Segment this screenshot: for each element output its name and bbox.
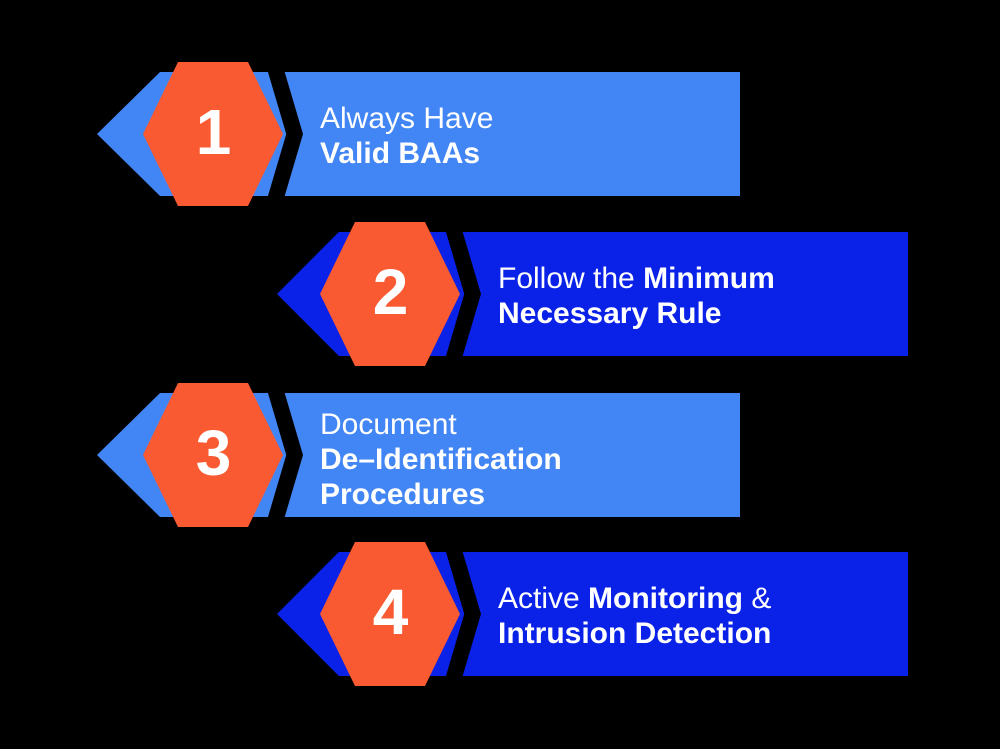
step-number-3: 3 [195, 417, 232, 489]
step-text-line: Always Have [320, 102, 493, 137]
step-text-line: Necessary Rule [498, 297, 775, 332]
step-text-segment: Document [320, 408, 457, 441]
step-text-segment: Valid BAAs [320, 136, 481, 170]
step-text-segment: De–Identification [320, 442, 562, 476]
step-text-line: Procedures [320, 478, 562, 513]
step-text-segment: Intrusion Detection [498, 616, 772, 650]
step-text-line: Document [320, 408, 562, 443]
step-number-1: 1 [195, 96, 232, 168]
step-text-segment: Active [498, 582, 589, 615]
step-text-line: De–Identification [320, 443, 562, 478]
step-text-line: Active Monitoring & [498, 582, 771, 617]
step-text-segment: Procedures [320, 477, 486, 511]
step-text-segment: Minimum [643, 262, 775, 295]
step-text-line: Intrusion Detection [498, 617, 771, 652]
step-text-segment: & [742, 582, 772, 615]
step-number-4: 4 [372, 576, 409, 648]
step-hexagon-2: 2 [320, 222, 460, 366]
step-text-segment: Necessary Rule [498, 296, 722, 330]
step-text-segment: Follow the [498, 262, 644, 295]
step-text-4: Active Monitoring &Intrusion Detection [498, 582, 771, 652]
step-hexagon-4: 4 [320, 542, 460, 686]
step-number-2: 2 [372, 256, 409, 328]
step-text-segment: Always Have [320, 102, 494, 135]
step-text-line: Follow the Minimum [498, 262, 775, 297]
step-text-segment: Monitoring [588, 582, 743, 615]
step-text-line: Valid BAAs [320, 137, 493, 172]
